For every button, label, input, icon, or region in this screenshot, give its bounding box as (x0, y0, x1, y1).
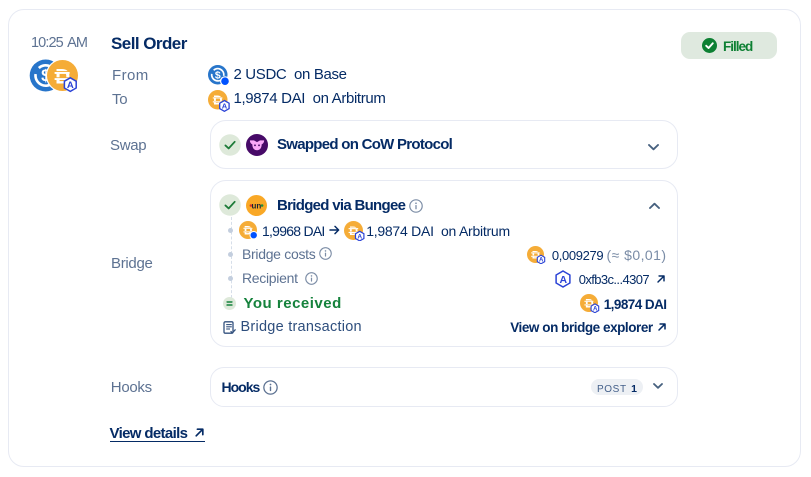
svg-text:D: D (585, 296, 594, 310)
svg-text:A: A (559, 274, 567, 286)
svg-text:D: D (349, 224, 358, 238)
svg-text:A: A (357, 233, 362, 240)
svg-text:A: A (221, 102, 227, 111)
svg-text:D: D (213, 93, 222, 108)
svg-text:$: $ (41, 67, 50, 85)
svg-text:A: A (593, 306, 598, 313)
svg-text:D: D (244, 223, 253, 237)
svg-text:A: A (67, 80, 74, 91)
svg-text:A: A (539, 257, 544, 263)
svg-text:un: un (252, 201, 262, 210)
svg-text:$: $ (214, 69, 220, 81)
